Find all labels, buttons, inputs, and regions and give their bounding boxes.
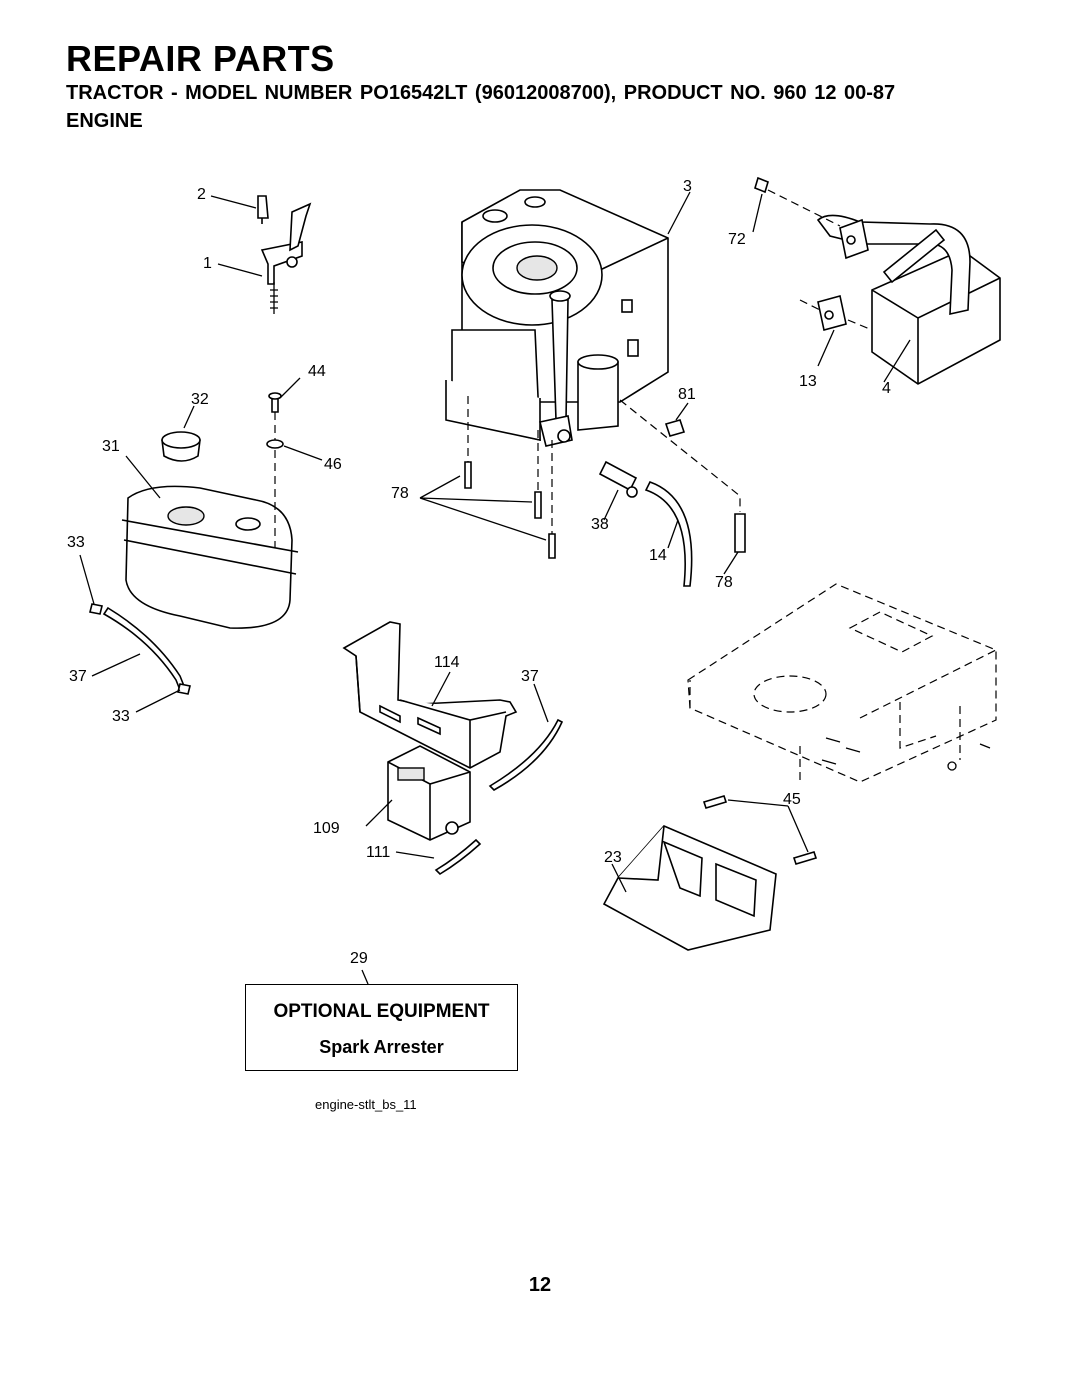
callout-32: 32 (191, 391, 209, 408)
engine-drawing (445, 189, 669, 447)
callout-31: 31 (102, 438, 120, 455)
leader-33a (79, 554, 95, 605)
engine-fasteners-drawing (464, 396, 746, 587)
callout-81: 81 (678, 386, 696, 403)
callout-1: 1 (203, 255, 212, 272)
callout-33: 33 (67, 534, 85, 551)
callout-23: 23 (604, 849, 622, 866)
page-title: REPAIR PARTS (66, 38, 335, 79)
leader-29 (361, 969, 369, 985)
callout-78b: 78 (715, 574, 733, 591)
leader-78b (723, 551, 739, 575)
chassis-plate-drawing (687, 583, 997, 783)
figure-id: engine-stlt_bs_11 (315, 1097, 417, 1112)
optional-equipment-item: Spark Arrester (319, 1037, 444, 1057)
callout-72: 72 (728, 231, 746, 248)
leader-3 (667, 191, 691, 235)
canister-bracket-drawing (342, 621, 564, 876)
leader-32 (183, 405, 195, 429)
throttle-control-drawing (257, 195, 312, 314)
callout-33b: 33 (112, 708, 130, 725)
leader-46 (283, 445, 323, 461)
leader-1 (217, 263, 263, 277)
leader-109 (365, 799, 393, 827)
leader-44 (279, 377, 301, 399)
callout-111: 111 (366, 844, 390, 861)
leader-2 (210, 195, 257, 209)
leader-33b (135, 689, 181, 713)
optional-equipment-title: OPTIONAL EQUIPMENT (273, 1001, 490, 1022)
leader-45 (727, 799, 809, 853)
leader-37b (533, 683, 549, 723)
callout-29: 29 (350, 950, 368, 967)
callout-2: 2 (197, 186, 206, 203)
callout-44: 44 (308, 363, 326, 380)
fuel-tank-drawing (89, 392, 299, 695)
leader-23 (611, 863, 627, 893)
leader-31 (125, 455, 161, 499)
callout-4: 4 (882, 380, 891, 397)
callout-114: 114 (434, 654, 460, 671)
optional-equipment-box: OPTIONAL EQUIPMENT Spark Arrester (245, 984, 518, 1071)
leader-72 (752, 193, 763, 233)
leader-38 (603, 489, 619, 521)
leader-111 (395, 851, 435, 859)
callout-78: 78 (391, 485, 409, 502)
leader-78-group (419, 475, 547, 541)
heat-shield-drawing (602, 795, 818, 951)
section-title: ENGINE (66, 110, 143, 132)
callout-14: 14 (649, 547, 667, 564)
model-subtitle: TRACTOR - MODEL NUMBER PO16542LT (960120… (66, 82, 896, 104)
leader-4 (883, 339, 911, 383)
callout-46: 46 (324, 456, 342, 473)
callout-37: 37 (69, 668, 87, 685)
callout-37b: 37 (521, 668, 539, 685)
callout-38: 38 (591, 516, 609, 533)
leader-13 (817, 329, 835, 367)
callout-13: 13 (799, 373, 817, 390)
callout-109: 109 (313, 820, 340, 837)
leader-14 (667, 519, 679, 549)
leader-37a (91, 653, 141, 677)
page-number: 12 (528, 1274, 552, 1296)
muffler-drawing (754, 176, 1001, 385)
leader-81 (675, 402, 689, 421)
leader-114 (431, 671, 451, 707)
callout-45: 45 (783, 791, 801, 808)
callout-3: 3 (683, 178, 692, 195)
